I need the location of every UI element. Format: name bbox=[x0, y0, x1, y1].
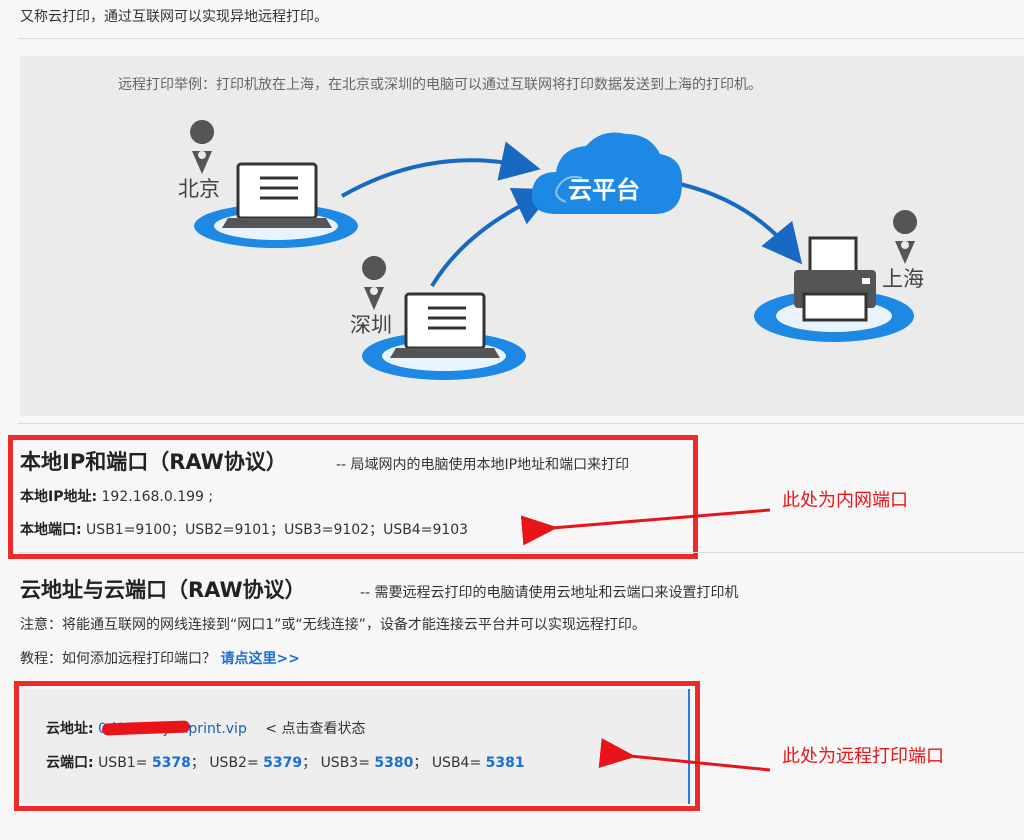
diagram-graphic: 北京 深圳 云平台 bbox=[178, 120, 924, 380]
laptop-icon-shenzhen bbox=[362, 292, 526, 380]
city-label-shanghai: 上海 bbox=[882, 267, 924, 291]
location-pin-icon bbox=[190, 120, 215, 174]
printer-icon-shanghai bbox=[754, 236, 914, 342]
usb-port-number: 5379 bbox=[263, 755, 303, 771]
local-port-label: 本地端口: bbox=[20, 522, 82, 538]
tutorial-link[interactable]: 请点这里>> bbox=[220, 651, 300, 667]
divider bbox=[18, 552, 1024, 553]
divider bbox=[18, 423, 1024, 424]
location-pin-icon bbox=[893, 210, 918, 264]
annotation-local-port: 此处为内网端口 bbox=[782, 490, 908, 511]
usb-port-sep: ； bbox=[413, 755, 428, 771]
arrow-beijing-to-cloud bbox=[341, 141, 541, 198]
check-status-link[interactable]: < 点击查看状态 bbox=[265, 721, 366, 737]
usb-port-sep: ； bbox=[190, 755, 205, 771]
diagram-caption: 远程打印举例：打印机放在上海，在北京或深圳的电脑可以通过互联网将打印数据发送到上… bbox=[118, 77, 762, 93]
location-pin-icon bbox=[362, 256, 387, 310]
cloud-info-panel bbox=[22, 689, 690, 804]
arrow-cloud-to-shanghai bbox=[679, 182, 803, 265]
cloud-port-label: 云端口: bbox=[46, 755, 94, 771]
tutorial-row: 教程：如何添加远程打印端口？ 请点这里>> bbox=[20, 648, 300, 668]
intro-text: 又称云打印，通过互联网可以实现异地远程打印。 bbox=[20, 9, 328, 25]
tutorial-prefix: 教程：如何添加远程打印端口？ bbox=[20, 651, 216, 667]
cloud-address-label: 云地址: bbox=[46, 721, 94, 737]
divider bbox=[18, 38, 1024, 39]
local-section-title: 本地IP和端口（RAW协议） bbox=[20, 450, 287, 474]
local-port-row: 本地端口: USB1=9100；USB2=9101；USB3=9102；USB4… bbox=[20, 519, 468, 539]
city-label-shenzhen: 深圳 bbox=[350, 313, 392, 337]
usb-port-label: USB2= bbox=[209, 755, 264, 771]
remote-print-diagram: 远程打印举例：打印机放在上海，在北京或深圳的电脑可以通过互联网将打印数据发送到上… bbox=[20, 56, 1024, 416]
cloud-icon bbox=[531, 132, 683, 214]
cloud-section-desc: -- 需要远程云打印的电脑请使用云地址和云端口来设置打印机 bbox=[360, 585, 739, 601]
usb-port-sep: ； bbox=[302, 755, 317, 771]
usb-port-number: 5380 bbox=[374, 755, 414, 771]
usb-port-number: 5381 bbox=[485, 755, 525, 771]
annotation-cloud-port: 此处为远程打印端口 bbox=[782, 746, 944, 767]
highlight-box-cloud bbox=[14, 681, 700, 811]
usb-port-label: USB1= bbox=[98, 755, 152, 771]
local-port-value: USB1=9100；USB2=9101；USB3=9102；USB4=9103 bbox=[81, 522, 469, 538]
cloud-section-title: 云地址与云端口（RAW协议） bbox=[20, 578, 306, 602]
laptop-icon-beijing bbox=[194, 162, 358, 248]
highlight-box-local bbox=[8, 435, 698, 559]
annotation-arrow-cloud bbox=[598, 738, 771, 772]
local-ip-value: 192.168.0.199 ; bbox=[97, 489, 214, 505]
local-ip-row: 本地IP地址: 192.168.0.199 ; bbox=[20, 486, 213, 506]
local-ip-label: 本地IP地址: bbox=[20, 489, 98, 505]
arrow-shenzhen-to-cloud bbox=[430, 188, 555, 288]
cloud-platform-label: 云平台 bbox=[568, 176, 640, 204]
city-label-beijing: 北京 bbox=[178, 177, 220, 201]
usb-port-label: USB4= bbox=[431, 755, 486, 771]
usb-port-number: 5378 bbox=[151, 755, 191, 771]
cloud-port-row: 云端口: USB1= 5378； USB2= 5379； USB3= 5380；… bbox=[46, 752, 525, 772]
usb-port-label: USB3= bbox=[320, 755, 375, 771]
notice-text: 注意：将能通互联网的网线连接到“网口1”或“无线连接”，设备才能连接云平台并可以… bbox=[20, 617, 646, 633]
local-section-desc: -- 局域网内的电脑使用本地IP地址和端口来打印 bbox=[336, 457, 630, 473]
annotation-arrow-local bbox=[520, 508, 771, 546]
